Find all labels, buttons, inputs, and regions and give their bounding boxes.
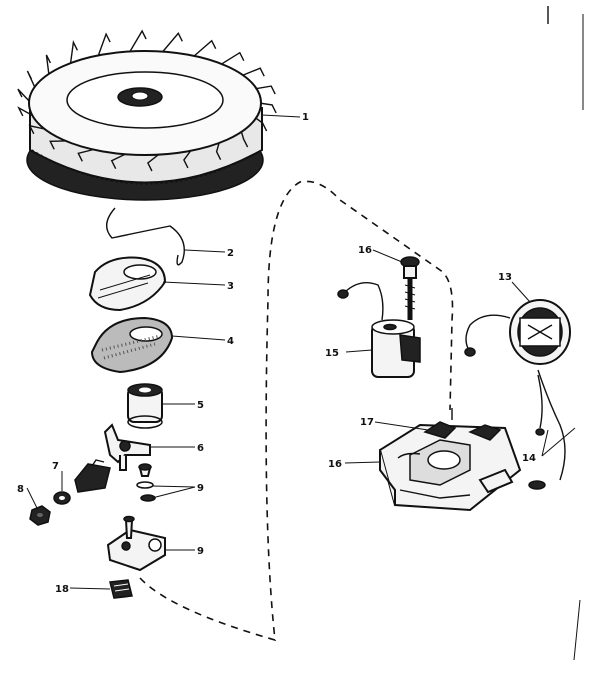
hex-nut: [29, 505, 51, 526]
cover-plate: [88, 256, 167, 312]
flywheel-fin: [147, 151, 162, 172]
small-clip: [109, 579, 133, 599]
condenser-screw: [400, 256, 420, 320]
lock-washer-hole: [59, 496, 65, 500]
breaker-arm: [103, 423, 151, 471]
flywheel-fin: [69, 39, 79, 66]
callout-9-screw: 9: [197, 483, 204, 494]
callout-9-plate: 9: [197, 546, 204, 557]
flywheel-fin: [96, 32, 111, 58]
callout-14: 14: [522, 453, 536, 464]
felt-gasket: [90, 316, 174, 374]
edge-mark: [573, 599, 581, 661]
flywheel-fin: [110, 151, 130, 170]
condenser: [337, 282, 421, 378]
flywheel-fin: [17, 106, 36, 118]
breaker-plate: [106, 515, 166, 572]
point-spring: [74, 459, 111, 493]
spring-clip: [106, 207, 185, 266]
callout-7: 7: [52, 461, 59, 472]
coil-leads: [528, 369, 566, 490]
flywheel: [17, 29, 277, 201]
callout-16-base: 16: [328, 459, 342, 470]
assembly-boundary: [139, 180, 454, 642]
callout-18: 18: [55, 584, 69, 595]
screw-and-washers: [136, 463, 156, 502]
flywheel-fin: [45, 54, 52, 77]
callout-numbers: 1 2 3 4 5 6 7 8 9 9 18 16 15 13 17 14 16: [17, 112, 536, 595]
flywheel-fin: [219, 51, 245, 66]
callout-2: 2: [227, 248, 234, 259]
cam-bushing: [127, 383, 163, 429]
callout-6: 6: [197, 443, 204, 454]
ignition-coil: [464, 299, 571, 365]
leader-lines: [26, 114, 576, 590]
callout-13: 13: [498, 272, 512, 283]
flywheel-fin: [258, 102, 277, 114]
callout-5: 5: [197, 400, 204, 411]
breaker-base: [378, 408, 522, 512]
callout-8: 8: [17, 484, 24, 495]
flywheel-fin: [17, 88, 32, 104]
flywheel-fin: [26, 70, 37, 90]
flywheel-fin: [183, 148, 193, 169]
callout-17: 17: [360, 417, 374, 428]
flywheel-fin: [254, 85, 276, 95]
callout-16-screw: 16: [358, 245, 372, 256]
flywheel-fin: [160, 32, 183, 54]
callout-15: 15: [325, 348, 339, 359]
flywheel-fin: [191, 39, 217, 59]
flywheel-fin: [240, 129, 249, 148]
callout-3: 3: [227, 281, 234, 292]
flywheel-fin: [215, 140, 222, 161]
flywheel-fin: [128, 29, 147, 54]
callout-4: 4: [227, 336, 234, 347]
callout-1: 1: [302, 112, 309, 123]
flywheel-fin: [253, 116, 268, 132]
flywheel-fin: [240, 67, 265, 77]
